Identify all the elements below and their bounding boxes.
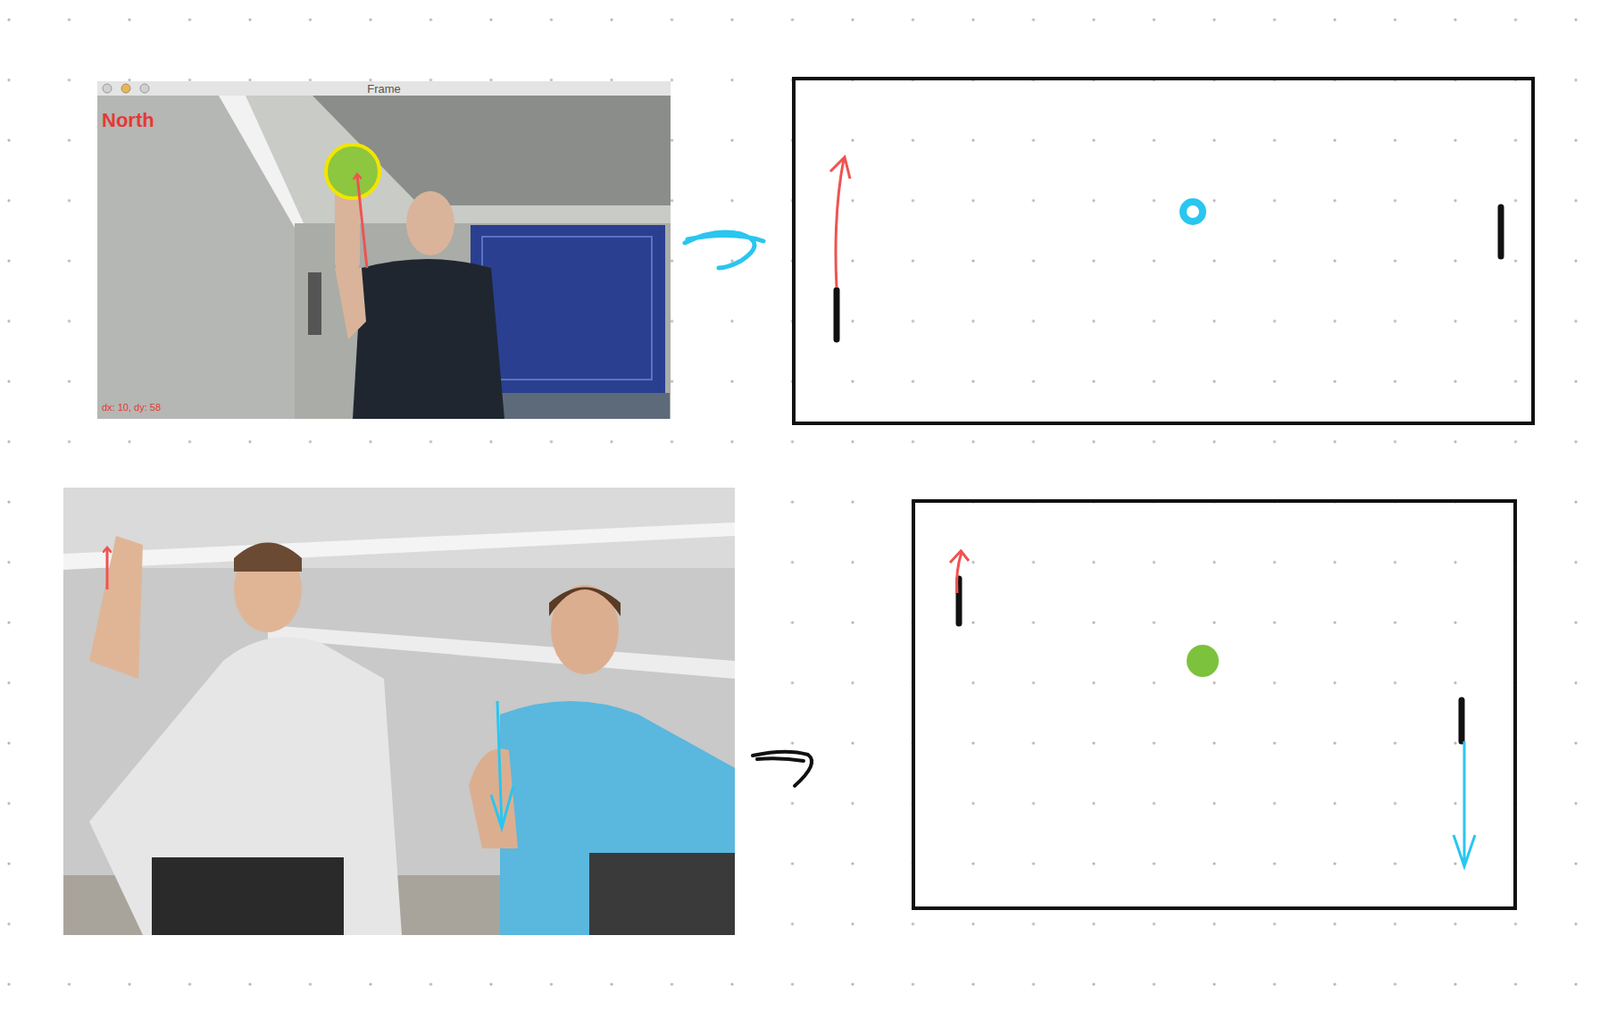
webcam-frame-top xyxy=(97,81,671,419)
pong-sketch-top xyxy=(793,78,1534,424)
flow-arrow xyxy=(752,751,812,786)
flow-arrow xyxy=(684,232,764,268)
window-title: Frame xyxy=(366,82,401,96)
delta-readout: dx: 10, dy: 58 xyxy=(101,401,161,413)
direction-label: North xyxy=(101,108,155,133)
pong-sketch-bottom xyxy=(913,500,1516,909)
webcam-photo-bottom xyxy=(63,487,735,935)
